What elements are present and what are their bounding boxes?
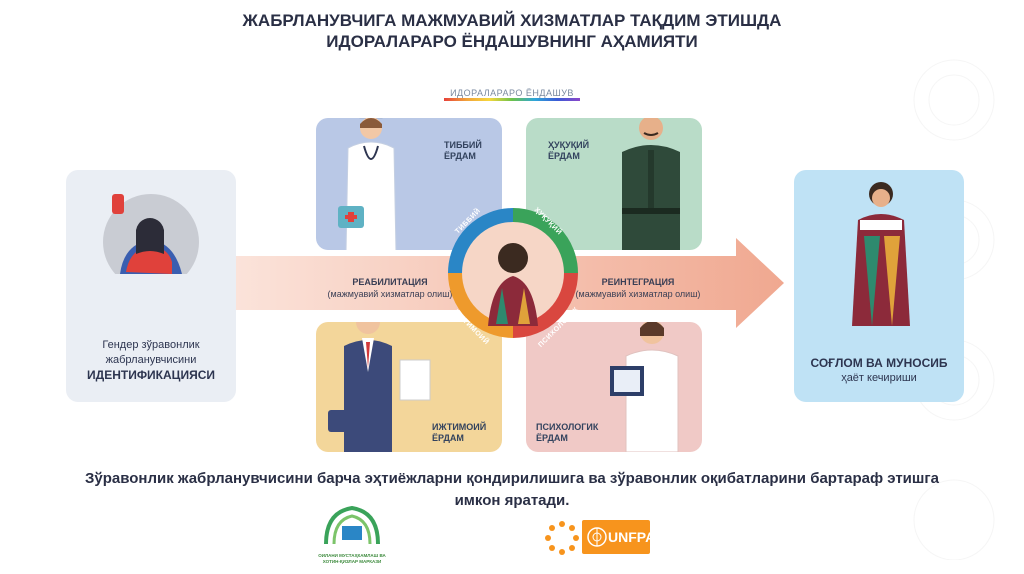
psych-line-2: ЁРДАМ — [536, 433, 568, 443]
rehabilitation-sub: (мажмуавий хизматлар олиш) — [327, 289, 453, 299]
identification-panel: Гендер зўравонлик жабрланувчисини ИДЕНТИ… — [66, 170, 236, 402]
psych-card: ПСИХОЛОГИК ЁРДАМ — [526, 322, 702, 452]
unfpa-text: UNFPA — [608, 529, 656, 545]
doctor-illustration — [338, 118, 397, 250]
center-logo: ОИЛАНИ МУСТАҲКАМЛАШ ВА ХОТИН-ҚИЗЛАР МАРК… — [312, 504, 392, 568]
title-line-2: ИДОРАЛАРАРО ЁНДАШУВНИНГ АҲАМИЯТИ — [326, 32, 698, 51]
title-line-1: ЖАБРЛАНУВЧИГА МАЖМУАВИЙ ХИЗМАТЛАР ТАҚДИМ… — [242, 11, 782, 30]
healthy-woman-illustration — [852, 182, 910, 326]
unfpa-badge: UNFPA — [582, 520, 655, 554]
unfpa-logo: UNFPA — [542, 516, 655, 558]
social-worker-illustration — [328, 322, 431, 452]
bottom-statement: Зўравонлик жабрланувчисини барча эҳтиёжл… — [0, 468, 1024, 512]
left-line-3: ИДЕНТИФИКАЦИЯСИ — [87, 368, 215, 382]
center-emblem-icon — [324, 505, 380, 545]
left-line-2: жабрланувчисини — [105, 354, 197, 366]
right-line-2: ҳаёт кечириши — [841, 372, 917, 384]
center-logo-text: ОИЛАНИ МУСТАҲКАМЛАШ ВА ХОТИН-ҚИЗЛАР МАРК… — [318, 553, 386, 564]
unfpa-people-icon — [545, 521, 579, 555]
medical-line-2: ЁРДАМ — [444, 151, 476, 161]
center-header: ИДОРАЛАРАРО ЁНДАШУВ — [450, 88, 574, 98]
victim-illustration — [103, 194, 199, 274]
rehabilitation-label: РЕАБИЛИТАЦИЯ (мажмуавий хизматлар олиш) — [300, 276, 480, 300]
police-illustration — [622, 118, 680, 250]
legal-line-2: ЁРДАМ — [548, 151, 580, 161]
healthy-life-panel: СОҒЛОМ ВА МУНОСИБ ҳаёт кечириши — [794, 170, 964, 402]
medical-line-1: ТИББИЙ — [444, 140, 482, 150]
rainbow-underline — [444, 98, 580, 101]
reintegration-title: РЕИНТЕГРАЦИЯ — [601, 277, 675, 287]
social-line-2: ЁРДАМ — [432, 433, 464, 443]
page-title: ЖАБРЛАНУВЧИГА МАЖМУАВИЙ ХИЗМАТЛАР ТАҚДИМ… — [0, 10, 1024, 52]
right-line-1: СОҒЛОМ ВА МУНОСИБ — [810, 356, 948, 370]
psych-line-1: ПСИХОЛОГИК — [536, 422, 599, 432]
un-emblem-icon — [587, 527, 607, 547]
legal-line-1: ҲУҚУҚИЙ — [548, 140, 590, 150]
social-card: ИЖТИМОИЙ ЁРДАМ — [316, 322, 502, 452]
reintegration-label: РЕИНТЕГРАЦИЯ (мажмуавий хизматлар олиш) — [548, 276, 728, 300]
left-line-1: Гендер зўравонлик — [102, 339, 200, 351]
bottom-line-1: Зўравонлик жабрланувчисини барча эҳтиёжл… — [84, 470, 939, 487]
bottom-line-2: имкон яратади. — [454, 492, 570, 509]
social-line-1: ИЖТИМОИЙ — [432, 422, 487, 432]
reintegration-sub: (мажмуавий хизматлар олиш) — [575, 289, 701, 299]
rehabilitation-title: РЕАБИЛИТАЦИЯ — [352, 277, 428, 287]
center-ring — [448, 208, 578, 338]
psychologist-illustration — [610, 322, 679, 452]
